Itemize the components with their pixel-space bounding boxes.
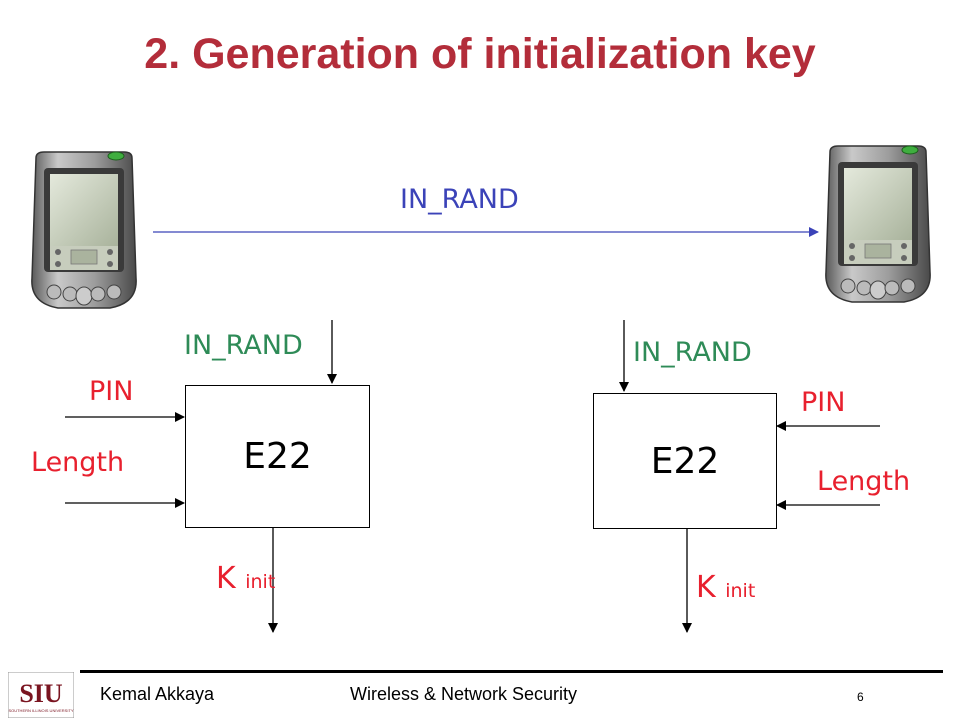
- left-length-label: Length: [31, 447, 125, 478]
- footer-course: Wireless & Network Security: [350, 684, 578, 704]
- right-kinit-label: K init: [696, 570, 755, 605]
- left-kinit-subscript: init: [245, 571, 276, 593]
- right-kinit-subscript: init: [725, 580, 756, 602]
- siu-logo-text: SIU: [19, 679, 63, 708]
- in-rand-transfer-label: IN_RAND: [400, 184, 519, 215]
- right-pda-device-icon: [825, 145, 931, 303]
- right-length-label: Length: [817, 466, 911, 497]
- left-pda-device-icon: [31, 151, 137, 309]
- slide-title: 2. Generation of initialization key: [144, 30, 816, 78]
- left-in-rand-label: IN_RAND: [184, 330, 303, 361]
- right-pin-label: PIN: [801, 387, 846, 418]
- right-in-rand-label: IN_RAND: [633, 337, 752, 368]
- siu-logo-subtext: SOUTHERN ILLINOIS UNIVERSITY: [8, 708, 73, 713]
- right-kinit-main: K: [696, 570, 716, 605]
- left-e22-box: E22: [185, 385, 370, 528]
- left-kinit-label: K init: [216, 561, 275, 596]
- footer-page-number: 6: [857, 690, 864, 704]
- siu-logo: SIU SOUTHERN ILLINOIS UNIVERSITY: [8, 672, 74, 718]
- left-kinit-main: K: [216, 561, 236, 596]
- right-e22-box: E22: [593, 393, 777, 529]
- left-pin-label: PIN: [89, 376, 134, 407]
- footer-author: Kemal Akkaya: [100, 684, 215, 704]
- footer-divider: [80, 670, 943, 673]
